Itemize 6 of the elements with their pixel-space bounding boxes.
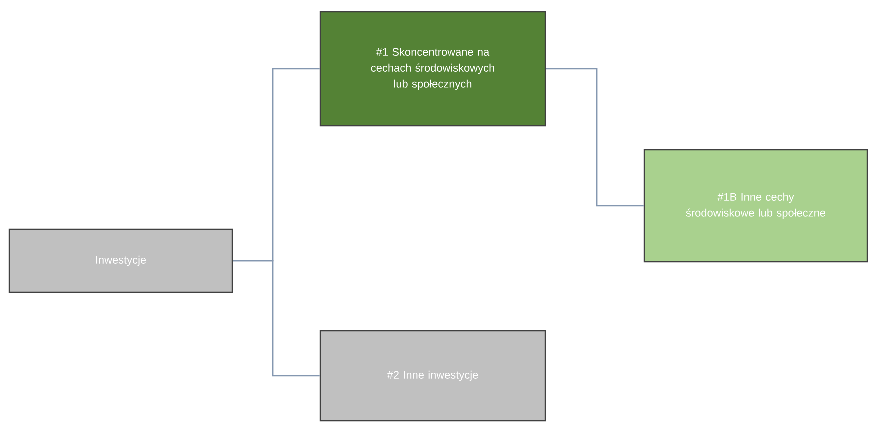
process-box: #1B Inne cechy środowiskowe lub społeczne: [644, 149, 868, 263]
connector-line: [233, 260, 320, 377]
process-box: #2 Inne inwestycje: [320, 330, 546, 422]
process-box: Inwestycje: [8, 228, 234, 294]
connector-line: [546, 68, 644, 207]
process-box: #1 Skoncentrowane na cechach środowiskowych lub społecznych: [320, 11, 546, 127]
